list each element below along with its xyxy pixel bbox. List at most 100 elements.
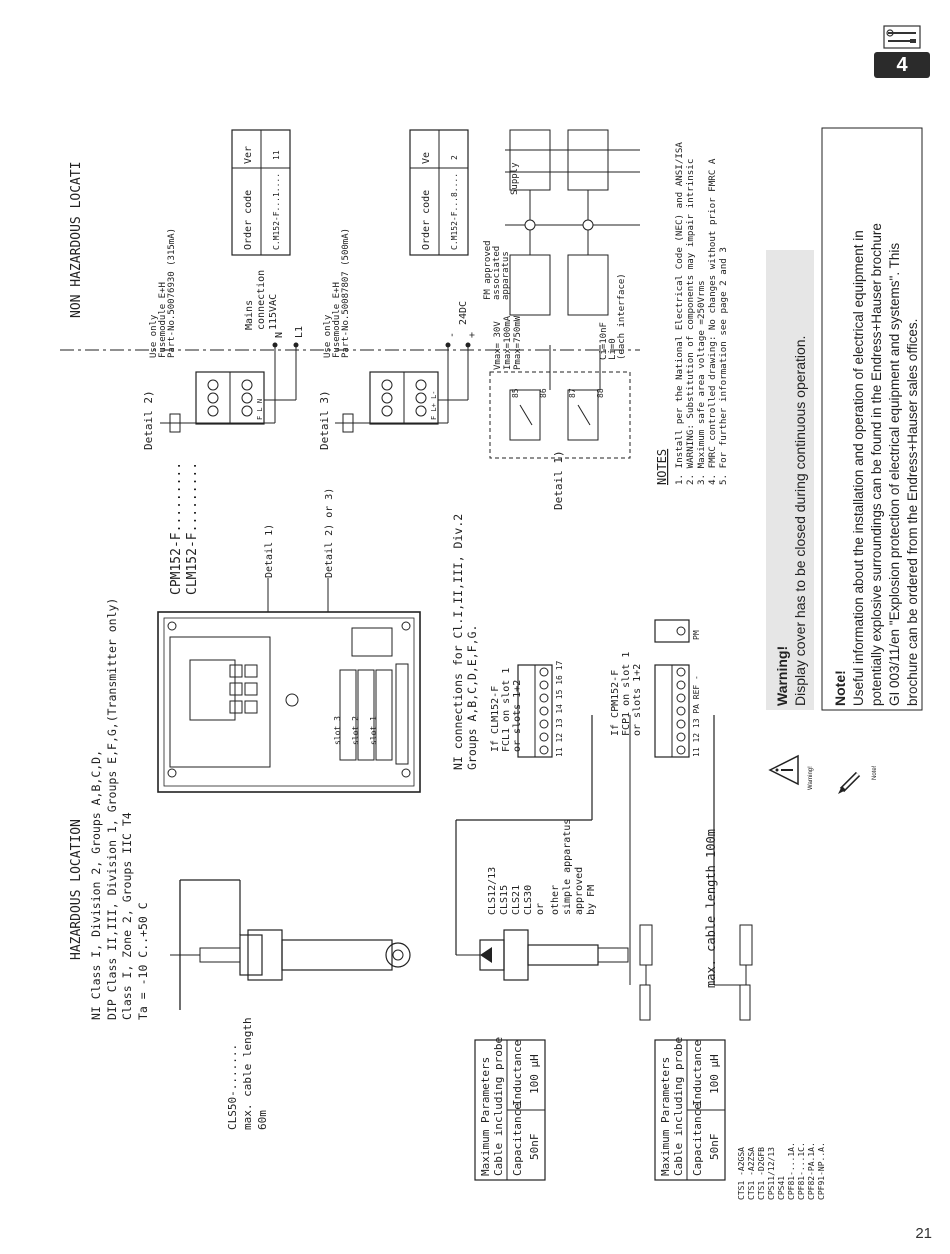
- detail23-callout: Detail 2) or 3): [324, 488, 335, 578]
- cts-list-6: CPF81-...1C.: [797, 1142, 806, 1200]
- notes-title: NOTES: [655, 449, 669, 485]
- note-line-4: brochure can be ordered from the Endress…: [905, 319, 920, 706]
- warning-box: [766, 250, 814, 710]
- warning-icon: [768, 754, 799, 786]
- cts-list-4: CPS41: [777, 1176, 786, 1200]
- cts-list-7: CPF82-PA.1A.: [807, 1142, 816, 1200]
- transmitter-label-clm: CLM152-F.........: [185, 462, 200, 595]
- order-table-1: [231, 129, 291, 256]
- detail2-use-only-3: Part-No.50076930 (315mA): [167, 228, 177, 358]
- note-item-3: 3. Maximum safe area voltage =250Vrms: [696, 280, 707, 485]
- order1-head-ver: Ver: [243, 146, 254, 164]
- hazardous-title: HAZARDOUS LOCATION: [69, 819, 84, 960]
- ni-connections-subtitle: Groups A,B,C,D,E,F,G.: [465, 625, 479, 770]
- note-box: [821, 127, 923, 711]
- detail3-plus: +: [467, 332, 478, 338]
- cls-list-6: simple apparatus: [562, 819, 573, 915]
- cts-list-5: CPF81-...1A.: [787, 1142, 796, 1200]
- cls-list-3: CLS30: [523, 885, 534, 915]
- chapter-number: 4: [896, 54, 908, 76]
- fm-approved-1: FM approved: [483, 240, 493, 300]
- tools-icon: [883, 25, 921, 49]
- cpm-note-2: FCP1 on slot 1: [621, 652, 632, 736]
- params1-col1-head: Capacitance: [511, 1103, 524, 1176]
- relay-param-3: Pmax=750mW: [513, 315, 523, 370]
- note-item-4: 4. FMRC controlled drawing: No changes w…: [707, 158, 718, 485]
- params2-header-1: Maximum Parameters: [659, 1057, 672, 1176]
- cls-list-8: by FM: [586, 885, 597, 915]
- detail3-voltage: 24DC: [458, 301, 469, 325]
- cpm-note-1: If CPM152-F: [610, 670, 621, 736]
- warning-icon-label: Warning!: [808, 766, 814, 790]
- cls-list-5: other: [550, 885, 561, 915]
- probe-cls-simple: [455, 715, 629, 981]
- detail3-terminal-block: [335, 342, 471, 433]
- order2-row-ver: 2: [450, 155, 459, 160]
- non-hazardous-title: NON HAZARDOUS LOCATI: [69, 161, 84, 318]
- chapter-tab: 4: [874, 24, 930, 78]
- clm-terminal-block: [517, 664, 553, 758]
- relay-ci-2: Li=0: [608, 338, 618, 360]
- note-icon: [838, 771, 861, 794]
- max-params-table-2: [654, 1039, 726, 1181]
- transmitter-label-cpm: CPM152-F.........: [169, 462, 184, 595]
- clm-terminal-numbers: 11 12 13 14 15 16 17: [555, 660, 564, 757]
- detail1-relay-block: [489, 129, 640, 459]
- cts-list-1: CTS1 -A2ZSA: [747, 1147, 756, 1200]
- clm-note-1: If CLM152-F: [490, 686, 501, 752]
- note-item-1: 1. Install per the National Electrical C…: [674, 142, 685, 485]
- params1-header-1: Maximum Parameters: [479, 1057, 492, 1176]
- relay-term-87: 87: [568, 388, 577, 398]
- cpm-terminal-block: [654, 619, 690, 758]
- fm-approved-3: apparatus: [501, 251, 511, 300]
- detail2-l1-label: L1: [294, 326, 305, 338]
- detail2-mains-2: connection: [256, 270, 267, 330]
- params2-col1-val: 50nF: [708, 1134, 721, 1161]
- detail3-use-only-1: Use only: [323, 314, 333, 358]
- cls-list-2: CLS21: [511, 885, 522, 915]
- transmitter-housing: [157, 611, 421, 793]
- detail2-mains-1: Mains: [244, 300, 255, 330]
- fm-approved-2: associated: [492, 246, 502, 300]
- warning-title: Warning!: [774, 646, 790, 706]
- detail2-mains-3: 115VAC: [268, 294, 279, 330]
- note-item-5: 5. For further information see page 2 an…: [718, 247, 729, 485]
- params2-col2-head: Inductance: [691, 1040, 704, 1106]
- relay-param-2: Imax=100mA: [503, 315, 513, 370]
- relay-term-88: 88: [596, 388, 605, 398]
- cts-list-0: CTS1 -A2GSA: [737, 1147, 746, 1200]
- params1-col2-val: 100 µH: [528, 1054, 541, 1094]
- detail1-callout: Detail 1): [264, 524, 275, 578]
- note-item-2: 2. WARNING: Substitution of components m…: [685, 159, 696, 485]
- hazardous-line-4: Ta = -10 C..+50 C: [136, 902, 150, 1020]
- probe-cts: [629, 715, 753, 1021]
- hazardous-line-1: NI Class I, Division 2, Groups A,B,C,D,: [89, 750, 103, 1020]
- order2-head-ver: Ve: [421, 152, 432, 164]
- order-table-2: [409, 129, 469, 256]
- cts-list-2: CTS1 -D2GFB: [757, 1147, 766, 1200]
- note-title: Note!: [832, 670, 848, 706]
- params1-col2-head: Inductance: [511, 1040, 524, 1106]
- relay-param-1: Vmax= 30V: [493, 321, 503, 370]
- warning-text: Display cover has to be closed during co…: [792, 336, 808, 706]
- cls-list-0: CLS12/13: [487, 867, 498, 915]
- detail2-terminal-block: [160, 342, 299, 433]
- pm-terminal-label: PM: [692, 630, 701, 640]
- ni-connections-title: NI connections for Cl.I,II,III, Div.2: [451, 514, 465, 770]
- order1-head-code: Order code: [243, 190, 254, 250]
- cls-list-1: CLS15: [499, 885, 510, 915]
- detail2-use-only-2: Fusemodule E+H: [158, 282, 168, 358]
- params1-header-2: Cable including probe: [492, 1037, 505, 1176]
- relay-ci-1: Ci=10nF: [599, 322, 609, 360]
- params2-header-2: Cable including probe: [672, 1037, 685, 1176]
- detail2-use-only-1: Use only: [149, 314, 159, 358]
- detail3-terminals: F L+ L-: [430, 390, 438, 420]
- note-line-1: Useful information about the installatio…: [851, 230, 866, 706]
- order2-head-code: Order code: [421, 190, 432, 250]
- params2-col2-val: 100 µH: [708, 1054, 721, 1094]
- probe-cls50: [170, 879, 411, 1010]
- detail2-terminals: F L N: [256, 399, 264, 420]
- detail2-label: Detail 2): [142, 390, 155, 450]
- cts-list-8: CPF91-NP..A.: [817, 1142, 826, 1200]
